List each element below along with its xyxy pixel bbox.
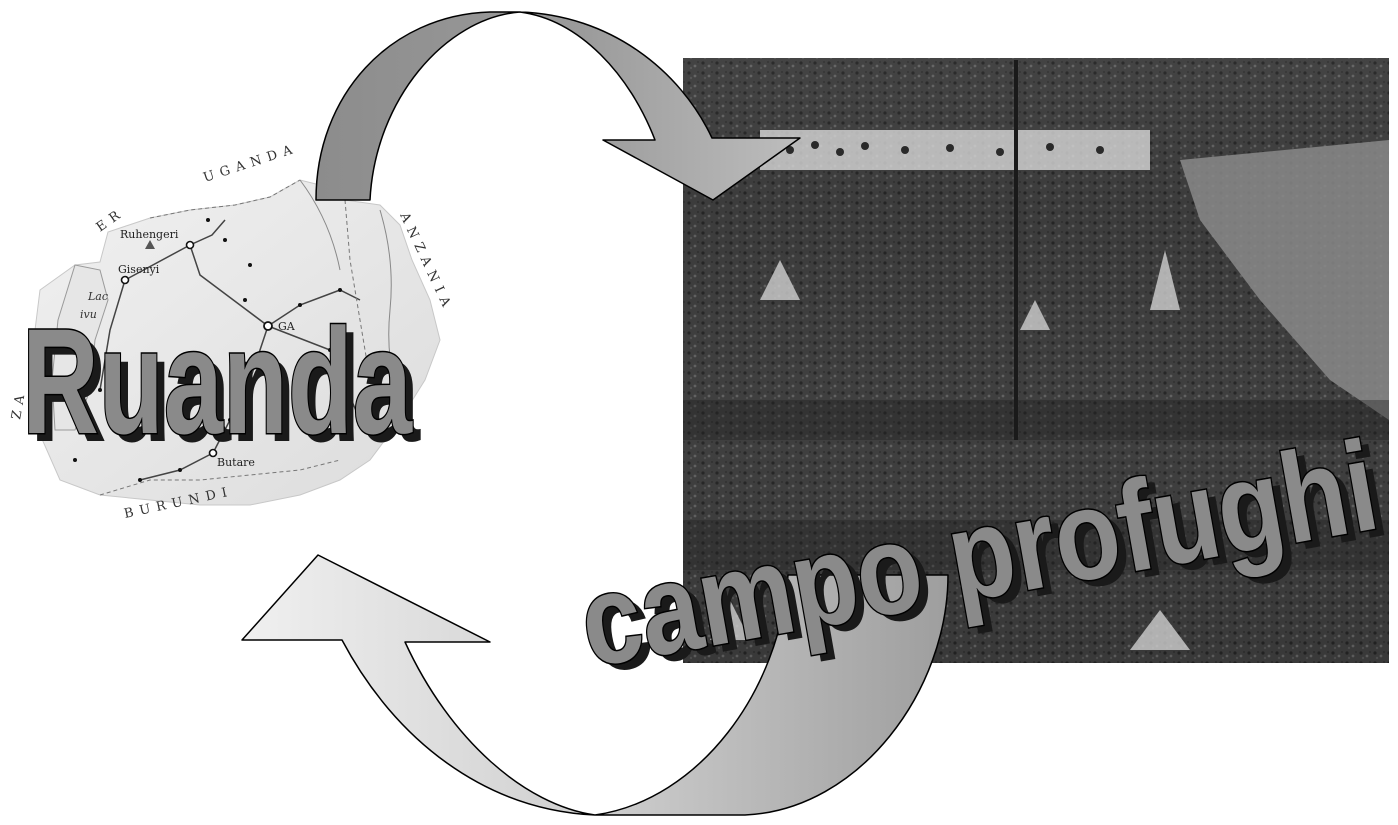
city-label-ruhengeri: Ruhengeri [120,228,179,241]
map-borders [99,179,381,496]
country-label-uganda: U G A N D A [202,143,296,186]
map-region-shape [29,179,441,506]
kigali-marker [263,321,273,331]
city-label-kigali: GA [278,320,296,333]
city-marker [185,240,195,250]
ruhengeri-marker [145,240,155,249]
city-label-butare: Butare [217,456,255,469]
lake-label-line1: Lac [87,290,108,303]
gisenyi-marker [120,275,130,285]
city-label-gisenyi: Gisenyi [118,263,160,276]
map-city-markers [73,218,347,482]
arrow-top [315,11,801,201]
country-label-zaire-side: Z A [9,393,28,421]
lake-label-line2: ivu [80,308,97,321]
title-ruanda-shadow: Ruanda [30,305,421,473]
map-roads [99,219,361,481]
refugee-camp-photo [683,58,1389,663]
arrow-bottom [241,554,949,816]
map-rivers [299,179,401,401]
butare-marker [208,448,218,458]
lake-kivu-shape [51,264,109,431]
title-ruanda-group: Ruanda Ruanda [21,296,422,474]
title-ruanda: Ruanda [22,297,413,465]
